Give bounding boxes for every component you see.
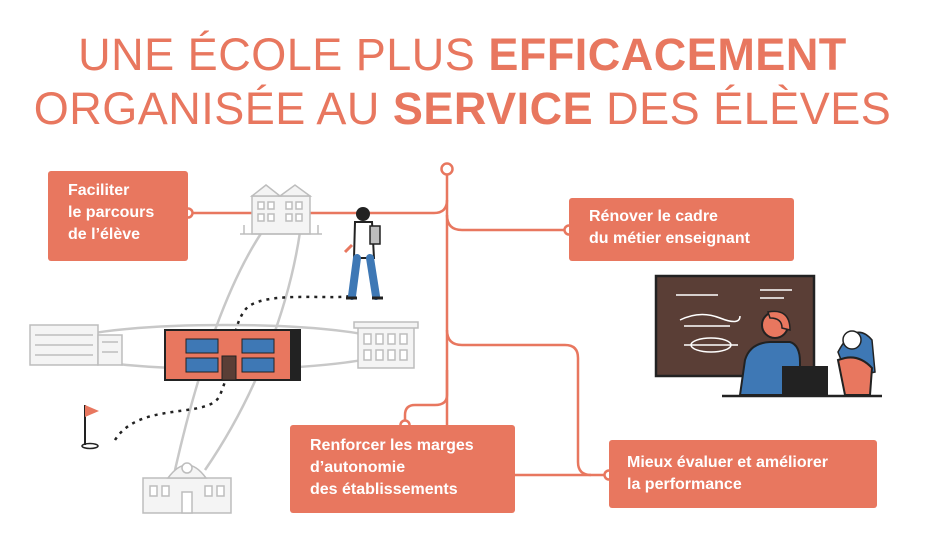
box-faciliter-parcours: Faciliter le parcours de l’élève — [48, 171, 188, 261]
box-marges-line: des établissements — [310, 481, 458, 498]
title-line-1: UNE ÉCOLE PLUS EFFICACEMENT — [0, 32, 925, 77]
box-evaluer-line: la performance — [627, 476, 742, 493]
box-renover-line: du métier enseignant — [589, 230, 750, 247]
box-parcours-line: le parcours — [68, 204, 155, 221]
title-1a: UNE ÉCOLE PLUS — [78, 29, 489, 80]
box-marges-line: d’autonomie — [310, 459, 406, 476]
box-marges-line: Renforcer les marges — [310, 437, 474, 454]
right-building — [353, 321, 419, 369]
box-parcours-line: Faciliter — [68, 182, 130, 199]
box-renover-line: Rénover le cadre — [589, 208, 718, 225]
title-2b: DES ÉLÈVES — [593, 83, 892, 134]
box-parcours-line: de l’élève — [68, 226, 141, 243]
flag-icon — [81, 405, 99, 450]
connector-node-top — [440, 162, 454, 176]
central-school — [164, 329, 301, 381]
title-2a: ORGANISÉE AU — [33, 83, 393, 134]
title-2-bold: SERVICE — [392, 83, 594, 134]
left-building — [29, 324, 123, 366]
student-path — [113, 294, 351, 441]
house-building — [240, 184, 322, 235]
title-line-2: ORGANISÉE AU SERVICE DES ÉLÈVES — [0, 86, 925, 131]
townhall-building — [142, 462, 232, 514]
student-girl — [836, 330, 876, 396]
title-1-bold: EFFICACEMENT — [488, 29, 847, 80]
box-mieux-evaluer: Mieux évaluer et améliorer la performanc… — [609, 440, 877, 508]
box-renover-cadre: Rénover le cadre du métier enseignant — [569, 198, 794, 261]
box-renforcer-marges: Renforcer les marges d’autonomie des éta… — [290, 425, 515, 513]
box-evaluer-line: Mieux évaluer et améliorer — [627, 454, 828, 471]
teacher — [738, 310, 828, 396]
walking-student — [343, 207, 383, 300]
